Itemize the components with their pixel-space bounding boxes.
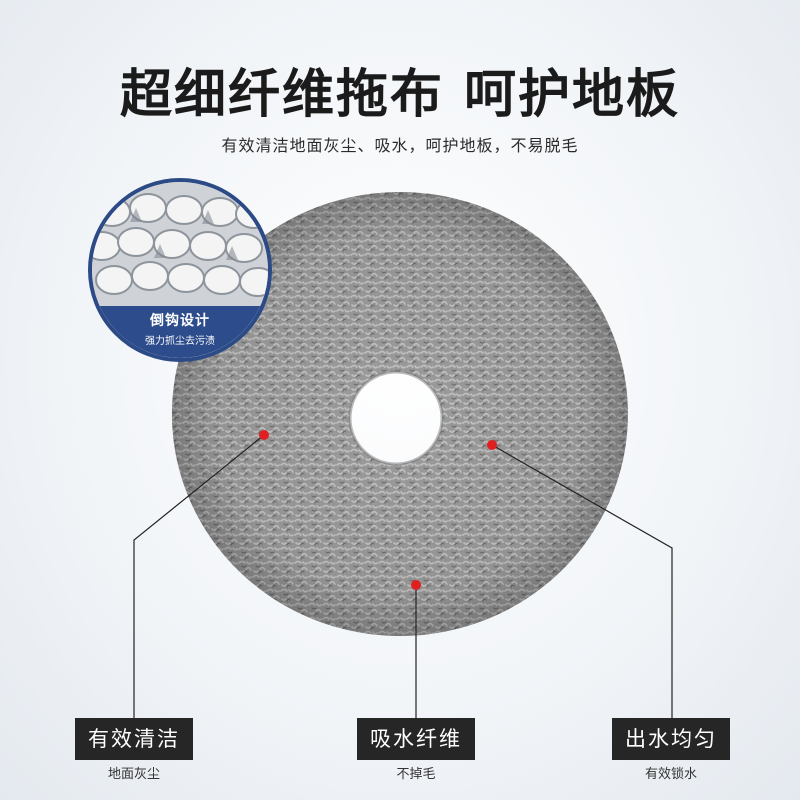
- leader-line-left: [133, 434, 265, 718]
- marker-dot-right: [487, 440, 497, 450]
- hook-design-inset: 倒钩设计 强力抓尘去污渍: [88, 178, 272, 362]
- feature-label-absorbent: 吸水纤维: [357, 718, 475, 760]
- page-title: 超细纤维拖布 呵护地板: [119, 65, 681, 125]
- feature-sub-absorbent: 不掉毛: [396, 767, 436, 782]
- leader-line-right: [491, 444, 673, 718]
- inset-title: 倒钩设计: [150, 313, 210, 329]
- feature-label-cleaning: 有效清洁: [75, 718, 193, 760]
- inset-subtitle: 强力抓尘去污渍: [145, 336, 215, 347]
- feature-sub-cleaning: 地面灰尘: [107, 767, 160, 782]
- feature-label-water-outflow: 出水均匀: [612, 718, 730, 760]
- feature-sub-water-outflow: 有效锁水: [644, 767, 697, 782]
- page-subtitle: 有效清洁地面灰尘、吸水，呵护地板，不易脱毛: [221, 136, 579, 155]
- marker-dot-center: [411, 580, 421, 590]
- marker-dot-left: [259, 430, 269, 440]
- inset-caption: 倒钩设计 强力抓尘去污渍: [92, 306, 268, 358]
